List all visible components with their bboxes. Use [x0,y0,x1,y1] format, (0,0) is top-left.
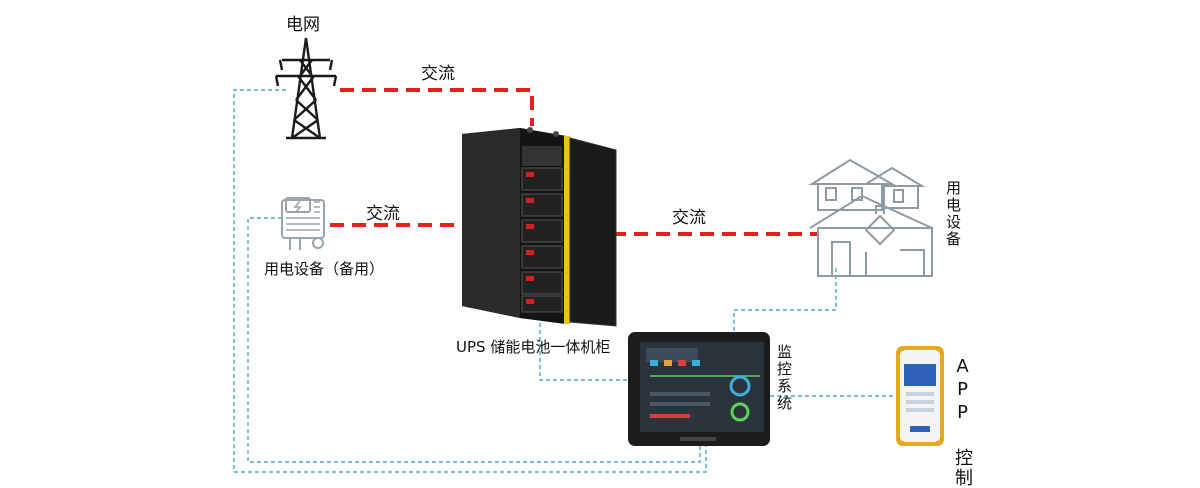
ac-line-grid [340,88,534,126]
house-icon [808,158,933,277]
battery-cabinet-icon [462,127,617,327]
comm-line-backup [247,217,701,463]
ac-label-left: 交流 [366,204,400,224]
ac-label-right: 交流 [672,208,706,228]
cabinet-label: UPS 储能电池一体机柜 [456,338,611,356]
grid-label: 电网 [286,15,320,35]
battery-modules [521,167,563,313]
transmission-tower-icon [274,37,338,140]
ac-label-top: 交流 [421,64,455,84]
ac-lines [330,88,818,236]
comm-line-grid [233,89,707,473]
comm-line-house [733,268,837,332]
monitor-label: 监控系统 [775,344,793,412]
load-device-label: 用电设备 [944,180,962,248]
app-label: APP 控制 [952,356,973,488]
monitor-screen-icon [628,332,770,446]
generator-icon [281,197,325,250]
smartphone-icon [896,346,944,446]
comm-line-cabinet [539,316,636,381]
backup-device-label: 用电设备（备用） [264,260,385,278]
comm-lines [233,89,898,473]
